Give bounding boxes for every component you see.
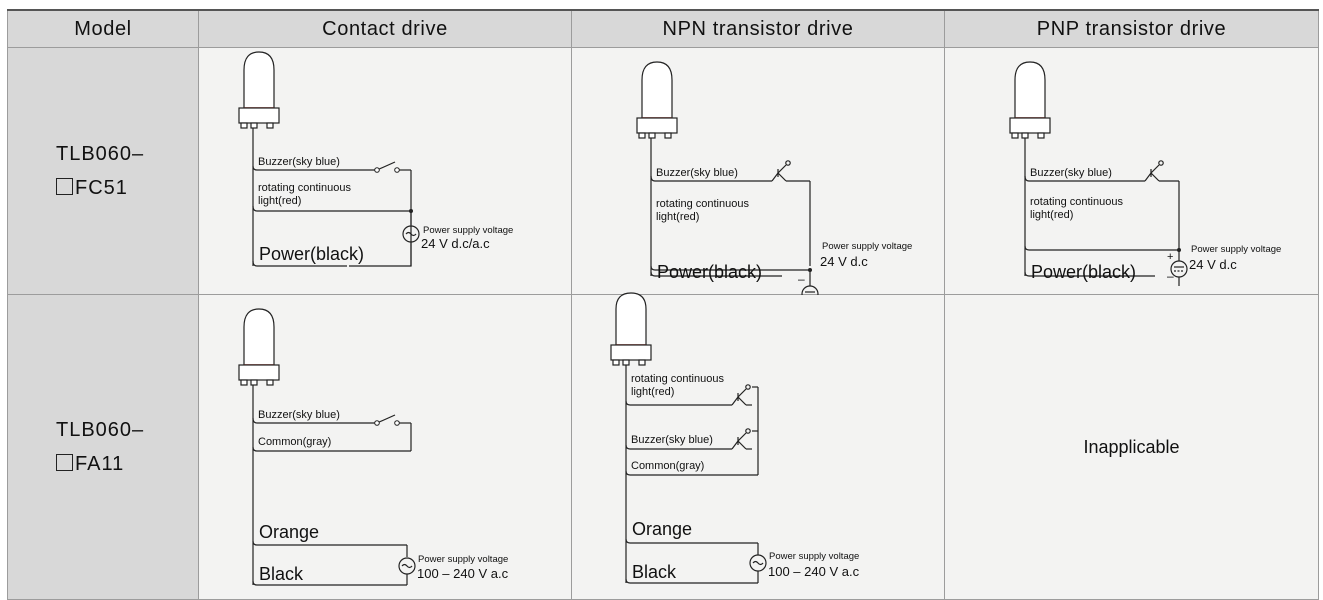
header-npn-drive: NPN transistor drive [571, 9, 945, 48]
npn-wiring-diagram: – + Buzzer(sky blue) rotating continuous… [636, 61, 912, 307]
supply-label: Power supply voltage [423, 225, 513, 236]
svg-text:+: + [1167, 251, 1173, 263]
supply-label: Power supply voltage [769, 551, 859, 562]
model-name-line1: TLB060– [56, 143, 145, 165]
signal-tower-lamp-icon [238, 51, 280, 129]
rotating-wire-label: rotating continuous [656, 198, 749, 210]
pnp-drive-cell: Inapplicable [944, 294, 1319, 600]
rotating-wire-label: rotating continuous [1030, 196, 1123, 208]
common-wire-label: Common(gray) [258, 436, 331, 448]
signal-tower-lamp-icon [1009, 61, 1051, 139]
orange-wire-label: Orange [259, 522, 319, 542]
model-suffix: FA11 [75, 453, 125, 475]
pnp-wiring-diagram: + – Buzzer(sky blue) rotating continuous… [1009, 61, 1281, 286]
npn-drive-cell: rotating continuous light(red) Buzzer(sk… [571, 292, 945, 600]
power-wire-label: Power(black) [259, 244, 364, 264]
supply-label: Power supply voltage [1191, 244, 1281, 255]
contact-drive-cell: Buzzer(sky blue) rotating continuous lig… [198, 47, 572, 295]
header-contact-drive: Contact drive [198, 9, 572, 48]
buzzer-wire-label: Buzzer(sky blue) [1030, 167, 1112, 179]
buzzer-wire-label: Buzzer(sky blue) [631, 434, 713, 446]
common-wire-label: Common(gray) [631, 460, 704, 472]
signal-tower-lamp-icon [636, 61, 678, 139]
pnp-drive-cell: + – Buzzer(sky blue) rotating continuous… [944, 47, 1319, 295]
rotating-wire-label: rotating continuous [258, 182, 351, 194]
rotating-wire-label-2: light(red) [656, 211, 699, 223]
table-row: TLB060– FA11 [7, 292, 1319, 600]
model-cell: TLB060– FA11 [7, 294, 199, 600]
svg-text:–: – [798, 272, 805, 286]
buzzer-wire-label: Buzzer(sky blue) [656, 167, 738, 179]
orange-wire-label: Orange [632, 519, 692, 539]
header-model: Model [7, 9, 199, 48]
model-suffix: FC51 [75, 177, 128, 199]
rotating-wire-label-2: light(red) [258, 195, 301, 207]
supply-voltage: 24 V d.c/a.c [421, 236, 490, 251]
contact-drive-cell: Buzzer(sky blue) Common(gray) Orange Bla… [198, 294, 572, 600]
supply-voltage: 24 V d.c [1189, 257, 1237, 272]
black-wire-label: Black [259, 564, 304, 584]
supply-label: Power supply voltage [822, 241, 912, 252]
rotating-wire-label: rotating continuous [631, 373, 724, 385]
npn-wiring-diagram: rotating continuous light(red) Buzzer(sk… [610, 292, 860, 584]
power-wire-label: Power(black) [1031, 262, 1136, 282]
contact-wiring-diagram: Buzzer(sky blue) rotating continuous lig… [238, 51, 513, 267]
contact-wiring-diagram: Buzzer(sky blue) Common(gray) Orange Bla… [238, 308, 509, 586]
model-cell: TLB060– FC51 [7, 47, 199, 295]
table-row: TLB060– FC51 [7, 47, 1319, 307]
placeholder-box-icon [56, 178, 73, 195]
buzzer-wire-label: Buzzer(sky blue) [258, 409, 340, 421]
wiring-table: Model Contact drive NPN transistor drive… [7, 9, 1319, 600]
model-name-line2: FC51 [56, 171, 198, 205]
black-wire-label: Black [632, 562, 677, 582]
svg-text:–: – [1167, 269, 1174, 283]
header-row: Model Contact drive NPN transistor drive… [7, 9, 1319, 48]
header-pnp-drive: PNP transistor drive [944, 9, 1319, 48]
rotating-wire-label-2: light(red) [631, 386, 674, 398]
buzzer-wire-label: Buzzer(sky blue) [258, 156, 340, 168]
supply-voltage: 100 – 240 V a.c [768, 564, 860, 579]
signal-tower-lamp-icon [238, 308, 280, 386]
model-name-line1: TLB060– [56, 419, 145, 441]
npn-drive-cell: – + Buzzer(sky blue) rotating continuous… [571, 47, 945, 307]
power-wire-label: Power(black) [657, 262, 762, 282]
placeholder-box-icon [56, 454, 73, 471]
signal-tower-lamp-icon [610, 292, 652, 366]
supply-voltage: 24 V d.c [820, 254, 868, 269]
supply-label: Power supply voltage [418, 554, 508, 565]
model-name-line2: FA11 [56, 447, 198, 481]
inapplicable-label: Inapplicable [1083, 436, 1180, 457]
supply-voltage: 100 – 240 V a.c [417, 566, 509, 581]
rotating-wire-label-2: light(red) [1030, 209, 1073, 221]
